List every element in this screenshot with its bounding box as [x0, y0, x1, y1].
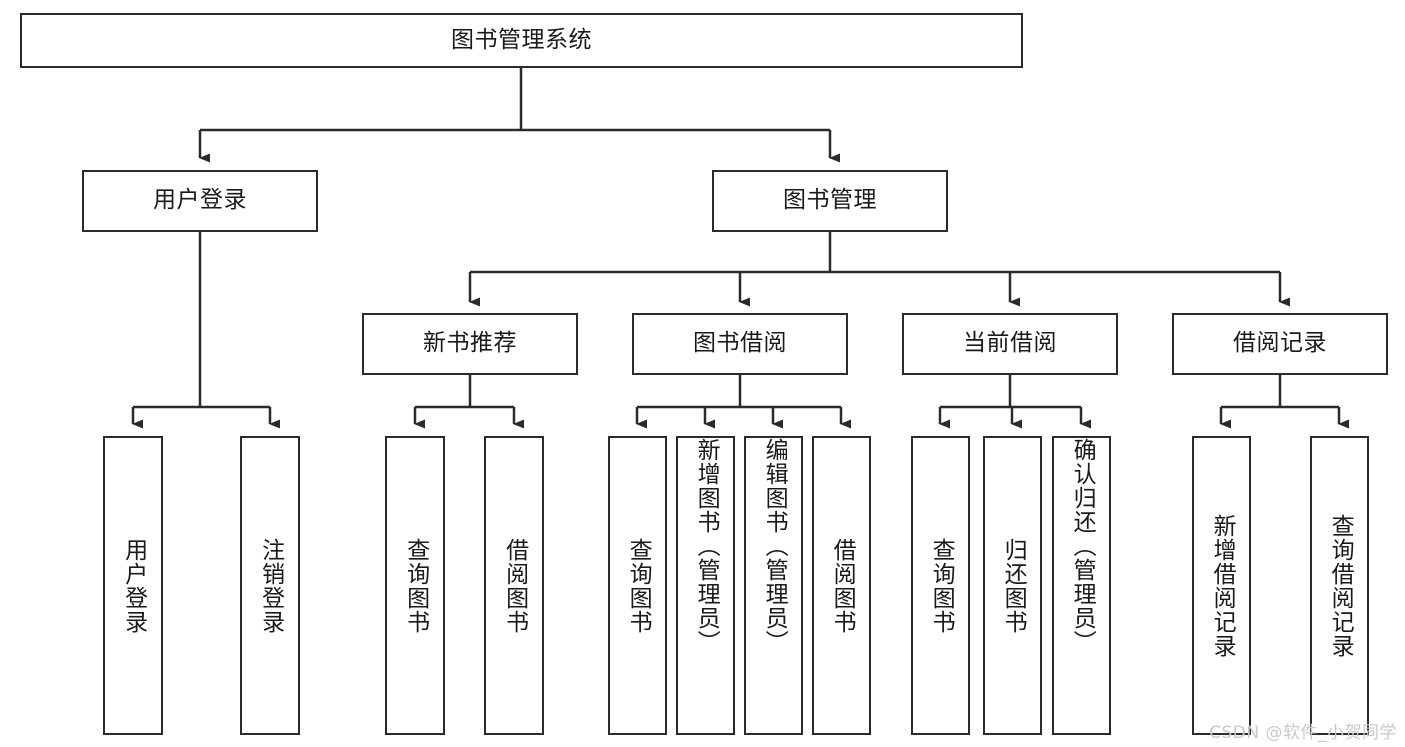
node-current-borrow[interactable]: 当前借阅	[902, 313, 1118, 375]
node-leaf-add-record-label: 新增借阅记录	[1209, 513, 1236, 658]
node-leaf-borrow-book-rec-label: 借阅图书	[501, 537, 528, 634]
node-root[interactable]: 图书管理系统	[20, 13, 1023, 68]
node-book-manage-label: 图书管理	[783, 187, 877, 214]
node-leaf-add-book[interactable]: 新增图书（管理员）	[676, 436, 735, 735]
edges-bookmanage-to-level3	[468, 232, 1290, 307]
node-leaf-return-book-label: 归还图书	[1000, 537, 1027, 634]
node-leaf-add-record[interactable]: 新增借阅记录	[1192, 436, 1251, 735]
node-leaf-user-login[interactable]: 用户登录	[103, 436, 163, 735]
node-root-label: 图书管理系统	[451, 26, 592, 53]
edges-bookborrow-to-leaves	[635, 375, 851, 429]
node-leaf-confirm-return[interactable]: 确认归还（管理员）	[1052, 436, 1111, 735]
node-leaf-edit-book-label: 编辑图书（管理员）	[761, 438, 788, 654]
node-leaf-user-logout[interactable]: 注销登录	[240, 436, 300, 735]
node-leaf-edit-book[interactable]: 编辑图书（管理员）	[744, 436, 803, 735]
node-leaf-query-book-rec[interactable]: 查询图书	[385, 436, 445, 735]
node-leaf-query-book-cb[interactable]: 查询图书	[911, 436, 970, 735]
node-leaf-query-book-cb-label: 查询图书	[928, 537, 955, 634]
node-leaf-borrow-book-rec[interactable]: 借阅图书	[484, 436, 544, 735]
node-book-borrow-label: 图书借阅	[693, 330, 787, 357]
node-leaf-user-logout-label: 注销登录	[257, 537, 284, 634]
node-book-borrow[interactable]: 图书借阅	[632, 313, 848, 375]
node-borrow-record[interactable]: 借阅记录	[1172, 313, 1388, 375]
node-user-login[interactable]: 用户登录	[82, 170, 318, 232]
node-leaf-query-book-bb-label: 查询图书	[625, 537, 652, 634]
node-leaf-borrow-book-bb-label: 借阅图书	[829, 537, 856, 634]
node-book-manage[interactable]: 图书管理	[712, 170, 948, 232]
edges-borrowrecord-to-leaves	[1219, 375, 1349, 429]
node-new-book-rec[interactable]: 新书推荐	[362, 313, 578, 375]
node-leaf-borrow-book-bb[interactable]: 借阅图书	[812, 436, 871, 735]
csdn-watermark: CSDN @软件_小贺同学	[1209, 723, 1397, 743]
node-leaf-query-record-label: 查询借阅记录	[1327, 513, 1354, 658]
node-current-borrow-label: 当前借阅	[963, 330, 1057, 357]
edges-userlogin-to-leaves	[131, 232, 280, 429]
node-leaf-query-book-bb[interactable]: 查询图书	[608, 436, 667, 735]
edges-newbookrec-to-leaves	[413, 375, 524, 429]
edges-currentborrow-to-leaves	[938, 375, 1091, 429]
node-leaf-add-book-label: 新增图书（管理员）	[693, 438, 720, 654]
node-leaf-user-login-label: 用户登录	[120, 537, 147, 634]
node-leaf-confirm-return-label: 确认归还（管理员）	[1069, 438, 1096, 654]
node-new-book-rec-label: 新书推荐	[423, 330, 517, 357]
edges-root-to-level2	[198, 68, 840, 163]
node-user-login-label: 用户登录	[153, 187, 247, 214]
node-leaf-query-book-rec-label: 查询图书	[402, 537, 429, 634]
node-leaf-return-book[interactable]: 归还图书	[983, 436, 1042, 735]
node-leaf-query-record[interactable]: 查询借阅记录	[1310, 436, 1369, 735]
node-borrow-record-label: 借阅记录	[1233, 330, 1327, 357]
